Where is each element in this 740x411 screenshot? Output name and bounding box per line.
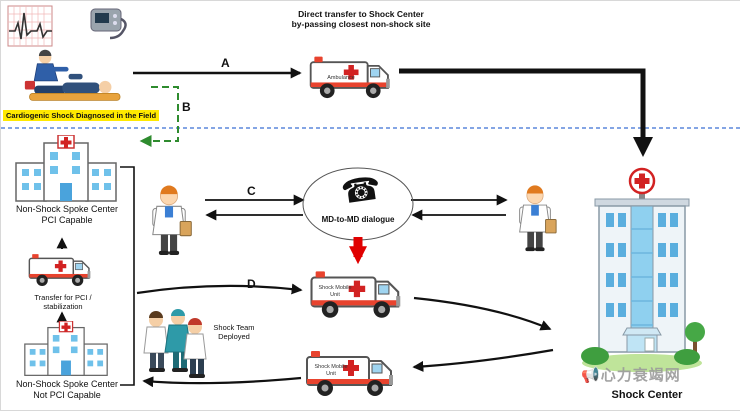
route-b-green-dashed-arrow <box>139 86 179 147</box>
field-diagnosis-label: Cardiogenic Shock Diagnosed in the Field <box>3 110 160 121</box>
shock-team-line2: Deployed <box>218 332 250 341</box>
shock-mobile-unit-2: Shock Mobile Unit <box>303 341 403 403</box>
patient-stretcher-icon <box>11 31 137 109</box>
route-b-label: B <box>182 100 191 114</box>
shock-center-building-icon <box>579 167 705 382</box>
route-a-to-shock-center-arrow <box>399 68 653 157</box>
route-d-return-arrow <box>412 348 554 372</box>
megaphone-icon: 📢 <box>581 367 601 384</box>
spoke-center-pci-icon <box>13 135 119 203</box>
shock-team-label: Shock Team Deployed <box>201 323 267 341</box>
transfer-line2: stabilization <box>43 302 83 311</box>
route-c-label: C <box>247 184 256 198</box>
route-d-label: D <box>247 277 256 291</box>
route-d-to-center-arrow <box>413 296 552 331</box>
phone-icon: ☎ <box>338 169 384 211</box>
spoke-centers-bracket <box>120 166 135 386</box>
shock-team-line1: Shock Team <box>213 323 255 332</box>
spoke-center-pci-line2: PCI Capable <box>41 215 93 225</box>
md-dialogue-label: MD-to-MD dialogue <box>321 215 395 224</box>
route-a-label: A <box>221 56 230 70</box>
transfer-label: Transfer for PCI / stabilization <box>7 293 119 311</box>
transfer-line1: Transfer for PCI / <box>34 293 92 302</box>
spoke-center-non-pci-line2: Not PCI Capable <box>33 390 101 400</box>
shock-mobile-unit-1: Shock Mobile Unit <box>307 261 411 325</box>
ambulance-label: Ambulance <box>327 75 355 81</box>
shock-mobile-unit-2-label: Shock Mobile Unit <box>314 364 348 377</box>
spoke-center-non-pci-line1: Non-Shock Spoke Center <box>15 379 119 389</box>
spoke-center-pci-line1: Non-Shock Spoke Center <box>15 204 119 214</box>
shock-center-label: Shock Center <box>611 389 683 401</box>
shock-mobile-unit-1-label: Shock Mobile Unit <box>318 285 352 298</box>
route-d-back-arrow <box>142 376 302 388</box>
shock-center-doctor-icon <box>511 183 559 255</box>
watermark-text: 心力衰竭网 <box>600 367 681 384</box>
spoke-center-non-pci-icon <box>19 321 113 377</box>
spoke-center-non-pci-label: Non-Shock Spoke Center Not PCI Capable <box>1 379 133 401</box>
shock-team-icon <box>137 305 207 393</box>
spoke-doctor-icon <box>143 183 195 259</box>
watermark: 📢心力衰竭网 <box>581 364 681 385</box>
transfer-ambulance-icon <box>23 247 101 291</box>
direct-transfer-title: Direct transfer to Shock Center by-passi… <box>263 9 459 29</box>
route-d-out-arrow <box>136 283 303 295</box>
spoke-center-pci-label: Non-Shock Spoke Center PCI Capable <box>1 204 133 226</box>
direct-transfer-line2: by-passing closest non-shock site <box>291 19 431 29</box>
direct-transfer-line1: Direct transfer to Shock Center <box>298 9 424 19</box>
ambulance-top: Ambulance <box>307 47 399 105</box>
